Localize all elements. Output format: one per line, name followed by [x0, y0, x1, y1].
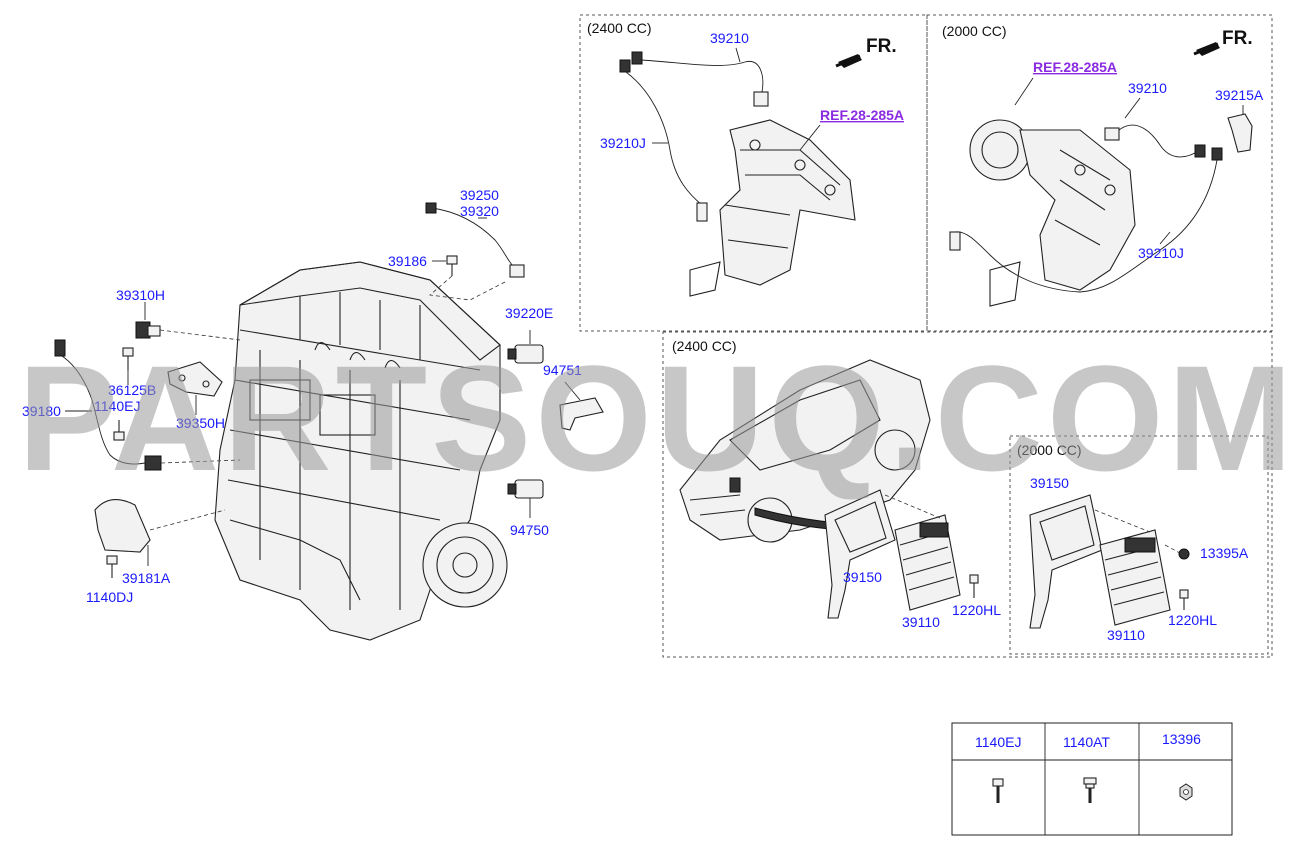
part-label-94751: 94751	[543, 362, 582, 378]
pressure-switch-illustration	[507, 344, 544, 364]
clip-bracket-illustration	[559, 397, 604, 431]
front-arrow-icon	[1193, 42, 1220, 56]
part-label-39310H: 39310H	[116, 287, 165, 303]
dashed-guide-line	[429, 275, 506, 301]
knock-sensor-illustration	[425, 202, 525, 278]
part-label-39210-2000: 39210	[1128, 80, 1167, 96]
bolt-icon	[122, 347, 134, 370]
table-header-1140EJ: 1140EJ	[975, 734, 1021, 750]
leader-line	[799, 124, 821, 151]
part-label-39210-2400: 39210	[710, 30, 749, 46]
part-label-39110-2000: 39110	[1107, 627, 1145, 643]
table-header-13396: 13396	[1162, 731, 1201, 747]
bolt-icon	[1179, 589, 1189, 610]
section-box-ecu-2000	[1009, 435, 1269, 655]
part-label-39110-2400: 39110	[902, 614, 940, 630]
crankshaft-sensor-illustration	[54, 339, 162, 471]
part-label-39210J-2400: 39210J	[600, 135, 646, 151]
turbo-manifold-2000-illustration	[969, 119, 1136, 307]
sensor-bracket-illustration	[167, 361, 223, 397]
section-label-ecu-2400: (2400 CC)	[672, 338, 737, 354]
ref-link-28-285A-2000[interactable]: REF.28-285A	[1033, 59, 1117, 75]
engine-block-illustration	[214, 261, 508, 641]
dashed-guide-line	[160, 459, 241, 464]
part-label-94750: 94750	[510, 522, 549, 538]
part-label-1220HL-2000: 1220HL	[1168, 612, 1217, 628]
oxygen-sensor-2000-illustration	[949, 113, 1253, 293]
part-label-39220E: 39220E	[505, 305, 553, 321]
part-label-39350H: 39350H	[176, 415, 225, 431]
dashed-guide-line	[149, 509, 226, 531]
part-label-39210J-2000: 39210J	[1138, 245, 1184, 261]
section-box-exhaust-2000	[926, 14, 1273, 332]
part-label-39181A: 39181A	[122, 570, 171, 586]
table-header-1140AT: 1140AT	[1063, 734, 1110, 750]
part-label-13395A: 13395A	[1200, 545, 1249, 561]
front-arrow-icon	[835, 54, 862, 68]
leader-line	[564, 381, 581, 401]
dashed-guide-line	[884, 494, 941, 519]
nut-icon	[1179, 783, 1193, 801]
leader-line	[1159, 231, 1171, 245]
sensor-cover-illustration	[94, 499, 151, 553]
temperature-sensor-illustration	[507, 479, 544, 499]
ecu-bracket-2400-illustration	[824, 489, 896, 619]
watermark-text: PARTSOUQ.COM	[18, 334, 1295, 502]
leader-line	[1124, 97, 1141, 119]
section-box-ecu-2400	[662, 331, 1273, 658]
bolt-icon	[969, 574, 979, 598]
oxygen-sensor-2400-illustration	[619, 51, 769, 222]
leader-line	[735, 47, 741, 63]
part-label-39150-2000: 39150	[1030, 475, 1069, 491]
front-direction-label: FR.	[1222, 28, 1253, 49]
ecu-bracket-2000-illustration	[1029, 494, 1103, 629]
flange-bolt-icon	[1083, 777, 1097, 803]
bolt-icon	[992, 778, 1004, 803]
part-label-36125B: 36125B	[108, 382, 156, 398]
part-label-39186: 39186	[388, 253, 427, 269]
section-label-exhaust-2400: (2400 CC)	[587, 20, 652, 36]
bolt-icon	[106, 555, 118, 578]
ref-link-28-285A-2400[interactable]: REF.28-285A	[820, 107, 904, 123]
ecu-module-2400-illustration	[894, 514, 961, 611]
leader-line	[1014, 77, 1034, 106]
exhaust-manifold-2400-illustration	[689, 119, 856, 297]
front-direction-label: FR.	[866, 36, 897, 57]
part-label-39150-2400: 39150	[843, 569, 882, 585]
bolt-icon	[113, 420, 125, 441]
section-label-exhaust-2000: (2000 CC)	[942, 23, 1007, 39]
ecu-module-2000-illustration	[1099, 529, 1171, 626]
part-label-1220HL-2400: 1220HL	[952, 602, 1001, 618]
part-label-39215A: 39215A	[1215, 87, 1264, 103]
bolt-icon	[446, 255, 458, 276]
dashed-guide-line	[1094, 509, 1181, 554]
part-label-39320: 39320	[460, 203, 499, 219]
camshaft-sensor-illustration	[135, 321, 161, 339]
part-label-39250: 39250	[460, 187, 499, 203]
part-label-1140EJ: 1140EJ	[94, 398, 140, 414]
nut-icon	[1178, 548, 1190, 560]
section-label-ecu-2000: (2000 CC)	[1017, 442, 1082, 458]
part-label-39180: 39180	[22, 403, 61, 419]
part-label-1140DJ: 1140DJ	[86, 589, 133, 605]
